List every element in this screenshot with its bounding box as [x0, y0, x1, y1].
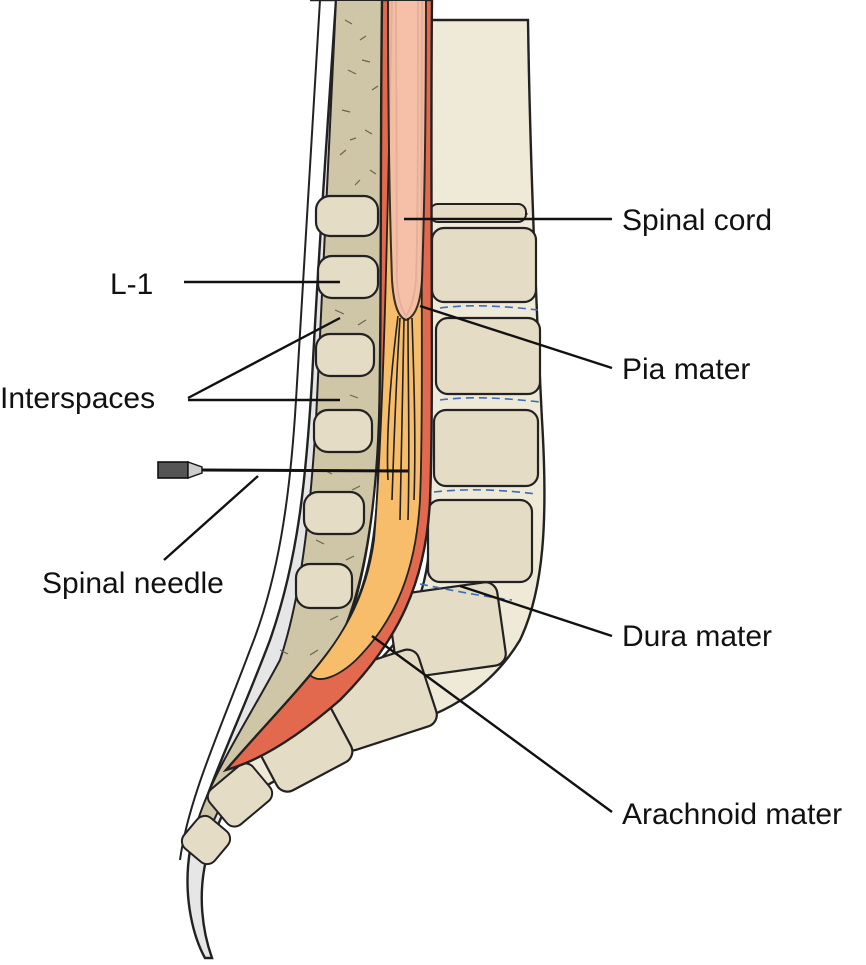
- vertebral-body: [430, 226, 538, 304]
- label-pia-mater: Pia mater: [622, 353, 751, 386]
- leader-needle: [163, 475, 259, 561]
- vertebral-body: [434, 316, 542, 396]
- spinous-process: [312, 408, 374, 454]
- label-spinal-needle: Spinal needle: [42, 567, 224, 600]
- spinous-process: [314, 332, 376, 378]
- leader-arachnoid: [371, 635, 613, 813]
- leader-lines: [163, 217, 613, 813]
- label-dura-mater: Dura mater: [622, 620, 773, 653]
- label-interspaces: Interspaces: [0, 382, 156, 415]
- vertebral-body: [426, 498, 534, 584]
- needle-hub: [157, 461, 189, 479]
- spinous-process: [316, 254, 380, 300]
- cauda-equina: [386, 315, 416, 521]
- coccyx-segment: [206, 762, 274, 828]
- needle-taper: [187, 461, 203, 479]
- spinal-cord-outline: [386, 0, 428, 322]
- needle-shaft: [201, 468, 409, 473]
- spinous-process: [294, 562, 354, 610]
- posterior-edge-line: [179, 0, 321, 861]
- spinal-needle: [157, 461, 409, 479]
- vertebral-body: [432, 408, 540, 488]
- spinous-process: [302, 490, 366, 536]
- spinous-processes: [294, 194, 380, 610]
- label-l1: L-1: [110, 268, 154, 301]
- leader-interspaces-upper: [187, 316, 341, 400]
- label-spinal-cord: Spinal cord: [622, 204, 773, 237]
- label-arachnoid-mater: Arachnoid mater: [622, 798, 843, 831]
- spinous-process: [314, 194, 380, 238]
- leader-dura: [459, 584, 613, 638]
- coccyx-segment: [180, 814, 232, 866]
- leader-pia: [419, 304, 613, 370]
- vertebral-column: [180, 18, 546, 866]
